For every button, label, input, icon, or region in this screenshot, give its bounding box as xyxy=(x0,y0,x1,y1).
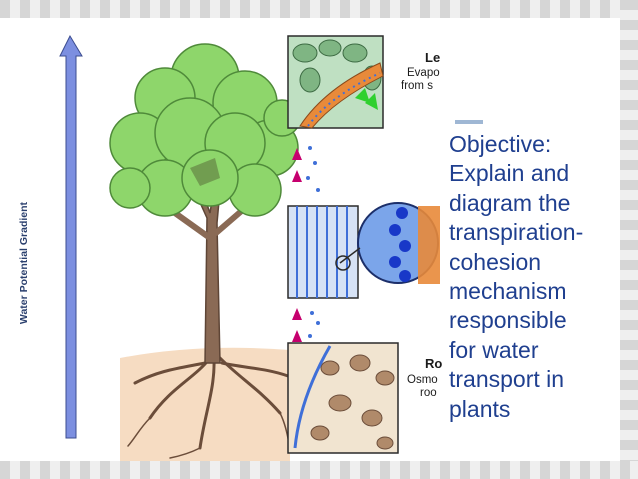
axis-label: Water Potential Gradient xyxy=(18,201,30,325)
tree-illustration xyxy=(59,34,440,461)
slide-border-top xyxy=(0,0,638,18)
objective-line: transpiration- xyxy=(449,219,584,246)
leaf-inset xyxy=(287,35,384,129)
foliage xyxy=(109,43,301,217)
objective-text: Objective: Explain and diagram the trans… xyxy=(449,130,619,424)
gradient-arrow xyxy=(59,34,83,439)
objective-line: responsible xyxy=(449,307,567,334)
slide-border-right xyxy=(620,0,638,479)
leaf-title: Le xyxy=(425,50,441,65)
objective-line: for water xyxy=(449,336,539,363)
objective-line: diagram the xyxy=(449,189,571,216)
roots xyxy=(127,356,290,459)
water-dots xyxy=(306,146,320,338)
objective-line: cohesion xyxy=(449,248,542,275)
trunk xyxy=(196,187,221,364)
root-title: Ro xyxy=(425,356,443,371)
root-desc-line1: Osmo xyxy=(407,374,438,386)
objective-line: Explain and xyxy=(449,160,570,187)
flow-arrows xyxy=(292,148,302,342)
root-desc-line2: roo xyxy=(420,387,437,399)
objective-line: mechanism xyxy=(449,278,567,305)
slide-border-bottom xyxy=(0,461,638,479)
leaf-desc-line2: from s xyxy=(401,80,433,92)
leaf-desc-line1: Evapo xyxy=(407,67,440,79)
objective-line: transport in xyxy=(449,366,565,393)
stem-inset xyxy=(287,202,440,299)
objective-line: plants xyxy=(449,395,511,422)
root-inset xyxy=(287,342,399,454)
objective-line: Objective: xyxy=(449,131,552,157)
transpiration-diagram: Water Potential Gradient Le Evapo from s… xyxy=(0,18,443,461)
soil xyxy=(120,347,290,461)
objective-accent-bar xyxy=(455,120,483,124)
